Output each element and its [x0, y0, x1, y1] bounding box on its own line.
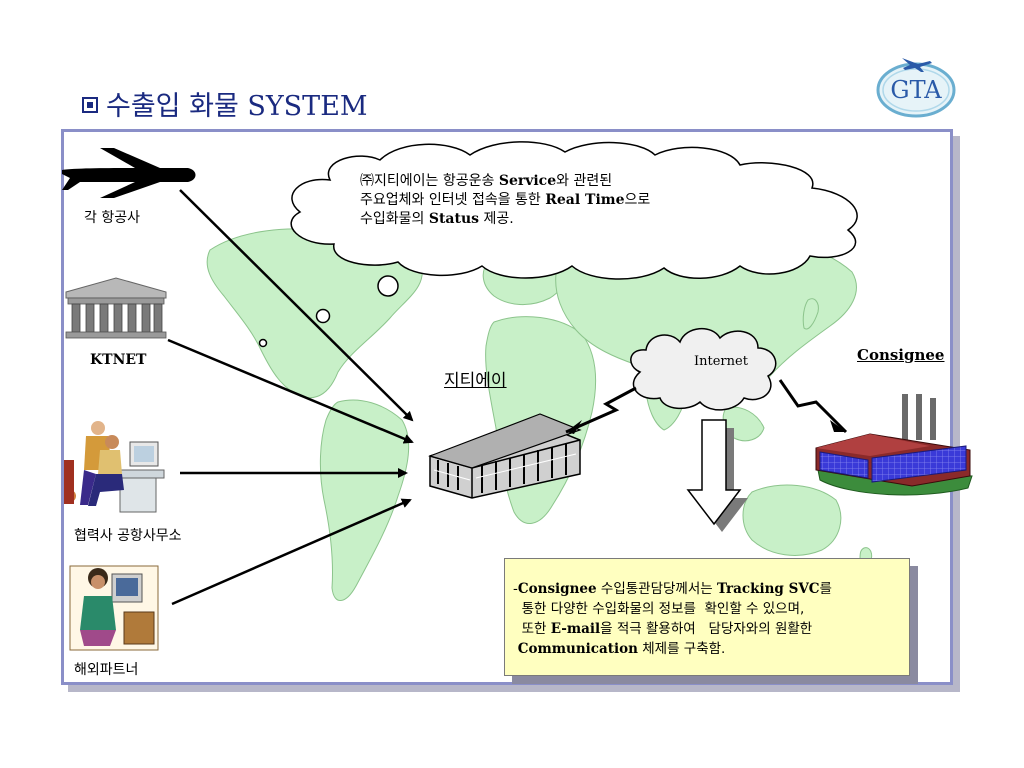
internet-cloud-icon — [630, 328, 777, 411]
gta-label: 지티에이 — [444, 371, 507, 391]
cloud-line-1: ㈜지티에이는 항공운송 Service와 관련된 — [360, 173, 613, 189]
consignee-label: Consignee — [857, 346, 945, 364]
page-title: 수출입 화물 SYSTEM — [82, 84, 368, 123]
network-links — [565, 379, 848, 434]
internet-label: Internet — [694, 354, 748, 369]
logo-text: GTA — [890, 76, 942, 104]
australia — [742, 484, 842, 556]
info-box: -Consignee 수입통관담당께서는 Tracking SVC를 통한 다양… — [504, 558, 910, 676]
link-internet-consignee — [778, 379, 848, 434]
partner-office-label: 협력사 공항사무소 — [74, 528, 182, 544]
ktnet-building-icon — [65, 277, 167, 339]
airline-label: 각 항공사 — [84, 210, 140, 226]
arrow-partner-gta — [171, 498, 412, 606]
link-arrowhead — [566, 420, 582, 434]
gta-logo: GTA — [876, 58, 956, 118]
ktnet-label: KTNET — [90, 352, 147, 368]
square-bullet-icon — [82, 97, 98, 113]
down-arrow-icon — [686, 419, 748, 532]
south-america — [319, 399, 410, 601]
cloud-line-3: 수입화물의 Status 제공. — [360, 211, 514, 227]
thought-cloud — [258, 141, 858, 348]
info-line-1: -Consignee 수입통관담당께서는 Tracking SVC를 — [513, 581, 832, 597]
link-gta-internet — [565, 386, 637, 434]
arrow-airline-gta — [179, 189, 414, 422]
operator-icon — [69, 565, 159, 651]
info-line-2: 통한 다양한 수입화물의 정보를 확인할 수 있으며, — [513, 601, 805, 617]
link-arrowhead-2 — [830, 420, 846, 432]
cloud-description: ㈜지티에이는 항공운송 Service와 관련된 주요업체와 인터넷 접속을 통… — [360, 172, 780, 229]
info-line-4: Communication 체제를 구축함. — [513, 641, 726, 657]
info-line-3: 또한 E-mail을 적극 활용하여 담당자와의 원활한 — [513, 621, 813, 637]
flow-arrows — [167, 189, 414, 606]
arrow-ktnet-gta — [167, 338, 414, 444]
cloud-line-2: 주요업체와 인터넷 접속을 통한 Real Time으로 — [360, 192, 651, 208]
office-workers-icon — [64, 421, 165, 513]
gta-building-icon — [428, 413, 582, 499]
japan — [802, 298, 819, 330]
overseas-partner-label: 해외파트너 — [74, 662, 139, 678]
factory-icon — [815, 394, 973, 496]
airplane-icon — [62, 148, 196, 198]
